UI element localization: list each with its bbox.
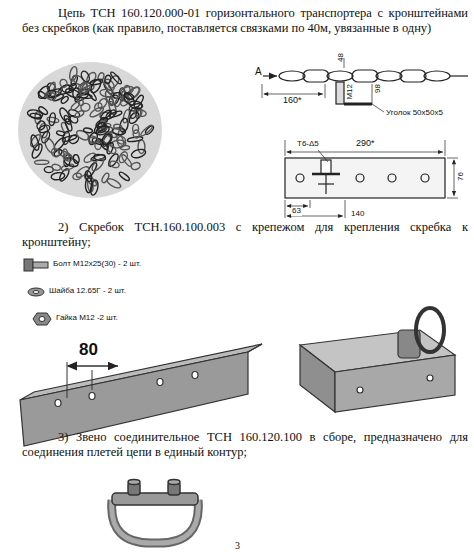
chain-link bbox=[89, 179, 99, 195]
chain-link bbox=[43, 137, 57, 155]
chain-link bbox=[127, 136, 143, 142]
label: 48 bbox=[337, 53, 346, 62]
chain-link bbox=[70, 101, 81, 111]
chain-link bbox=[140, 124, 154, 137]
chain-link bbox=[30, 134, 41, 151]
chain-link bbox=[104, 75, 112, 84]
chain-link bbox=[45, 91, 57, 102]
chain-link bbox=[50, 147, 61, 158]
chain-link bbox=[105, 96, 115, 105]
chain-link bbox=[47, 116, 60, 123]
chain-link bbox=[84, 170, 93, 182]
label: 3 bbox=[234, 540, 241, 551]
chain-link bbox=[133, 130, 139, 138]
paragraph: Цепь ТСН 160.120.000-01 горизонтального … bbox=[22, 6, 468, 36]
chain-link bbox=[60, 95, 69, 104]
label: 140 bbox=[350, 210, 365, 219]
label: Шайба 12.65Г - 2 шт. bbox=[48, 287, 127, 296]
chain-link bbox=[64, 118, 73, 132]
chain-link bbox=[93, 102, 103, 113]
chain-link bbox=[83, 127, 93, 133]
chain-link bbox=[130, 161, 141, 170]
chain-link bbox=[116, 135, 126, 145]
chain-link bbox=[51, 163, 61, 171]
chain-link bbox=[118, 171, 130, 182]
chain-link bbox=[106, 177, 122, 190]
bracket-3d bbox=[300, 308, 455, 412]
chain-link bbox=[101, 172, 110, 183]
chain-link bbox=[113, 124, 122, 130]
label: 63 bbox=[291, 207, 302, 216]
chain-link bbox=[74, 110, 84, 119]
label: Гайка М12 -2 шт. bbox=[55, 314, 119, 323]
chain-link bbox=[62, 85, 74, 94]
chain-link bbox=[88, 137, 98, 144]
chain-link bbox=[133, 108, 147, 117]
chain-link bbox=[34, 160, 48, 164]
chain-link bbox=[100, 109, 112, 121]
connecting-link bbox=[112, 480, 199, 544]
label: Уголок 50х50х5 bbox=[385, 109, 444, 118]
chain-link bbox=[35, 120, 46, 132]
label: 76 bbox=[457, 172, 466, 181]
label: M12 bbox=[346, 84, 355, 100]
chain-link bbox=[130, 148, 146, 159]
chain-link bbox=[100, 132, 112, 146]
chain-link bbox=[124, 92, 135, 101]
chain-link bbox=[63, 148, 70, 160]
chain-link bbox=[104, 90, 115, 106]
chain-link bbox=[118, 150, 129, 163]
chain-link bbox=[56, 130, 65, 136]
label: 98 bbox=[374, 84, 383, 93]
chain-link bbox=[73, 154, 80, 164]
chain-link bbox=[109, 160, 120, 169]
pile-ground bbox=[18, 62, 162, 198]
chain-link bbox=[90, 157, 105, 173]
chain-link bbox=[62, 134, 77, 142]
chain-link bbox=[72, 172, 82, 180]
chain-link bbox=[110, 71, 123, 85]
fastener-icons bbox=[24, 259, 51, 325]
chain-pile-photo bbox=[18, 62, 162, 198]
label: 160* bbox=[282, 96, 303, 106]
paragraph: 2) Скребок ТСН.160.100.003 с крепежом дл… bbox=[22, 220, 468, 250]
label: Болт М12х25(30) - 2 шт. bbox=[52, 260, 142, 269]
chain-link bbox=[114, 96, 123, 108]
chain-link bbox=[80, 70, 91, 83]
chain-link bbox=[107, 152, 120, 168]
chain-link bbox=[51, 172, 66, 181]
chain-link bbox=[78, 81, 88, 96]
chain-link bbox=[75, 165, 91, 179]
chain-link bbox=[138, 140, 145, 154]
chain-link bbox=[40, 130, 51, 144]
paragraph: 3) Звено соединительное ТСН 160.120.100 … bbox=[22, 430, 468, 460]
chain-link bbox=[48, 112, 56, 125]
chain-link bbox=[94, 154, 106, 161]
label: 80 bbox=[78, 341, 99, 360]
chain-link bbox=[121, 154, 133, 168]
label: 290* bbox=[355, 139, 376, 149]
chain-link bbox=[59, 78, 68, 88]
chain-link bbox=[96, 121, 108, 132]
label: Т6-Δ5 bbox=[296, 140, 320, 149]
chain-drawing bbox=[262, 58, 468, 112]
chain-link bbox=[89, 78, 103, 94]
label: А bbox=[254, 66, 263, 77]
bracket-drawing bbox=[285, 140, 458, 218]
chain-link bbox=[133, 94, 145, 109]
chain-link bbox=[27, 109, 43, 119]
